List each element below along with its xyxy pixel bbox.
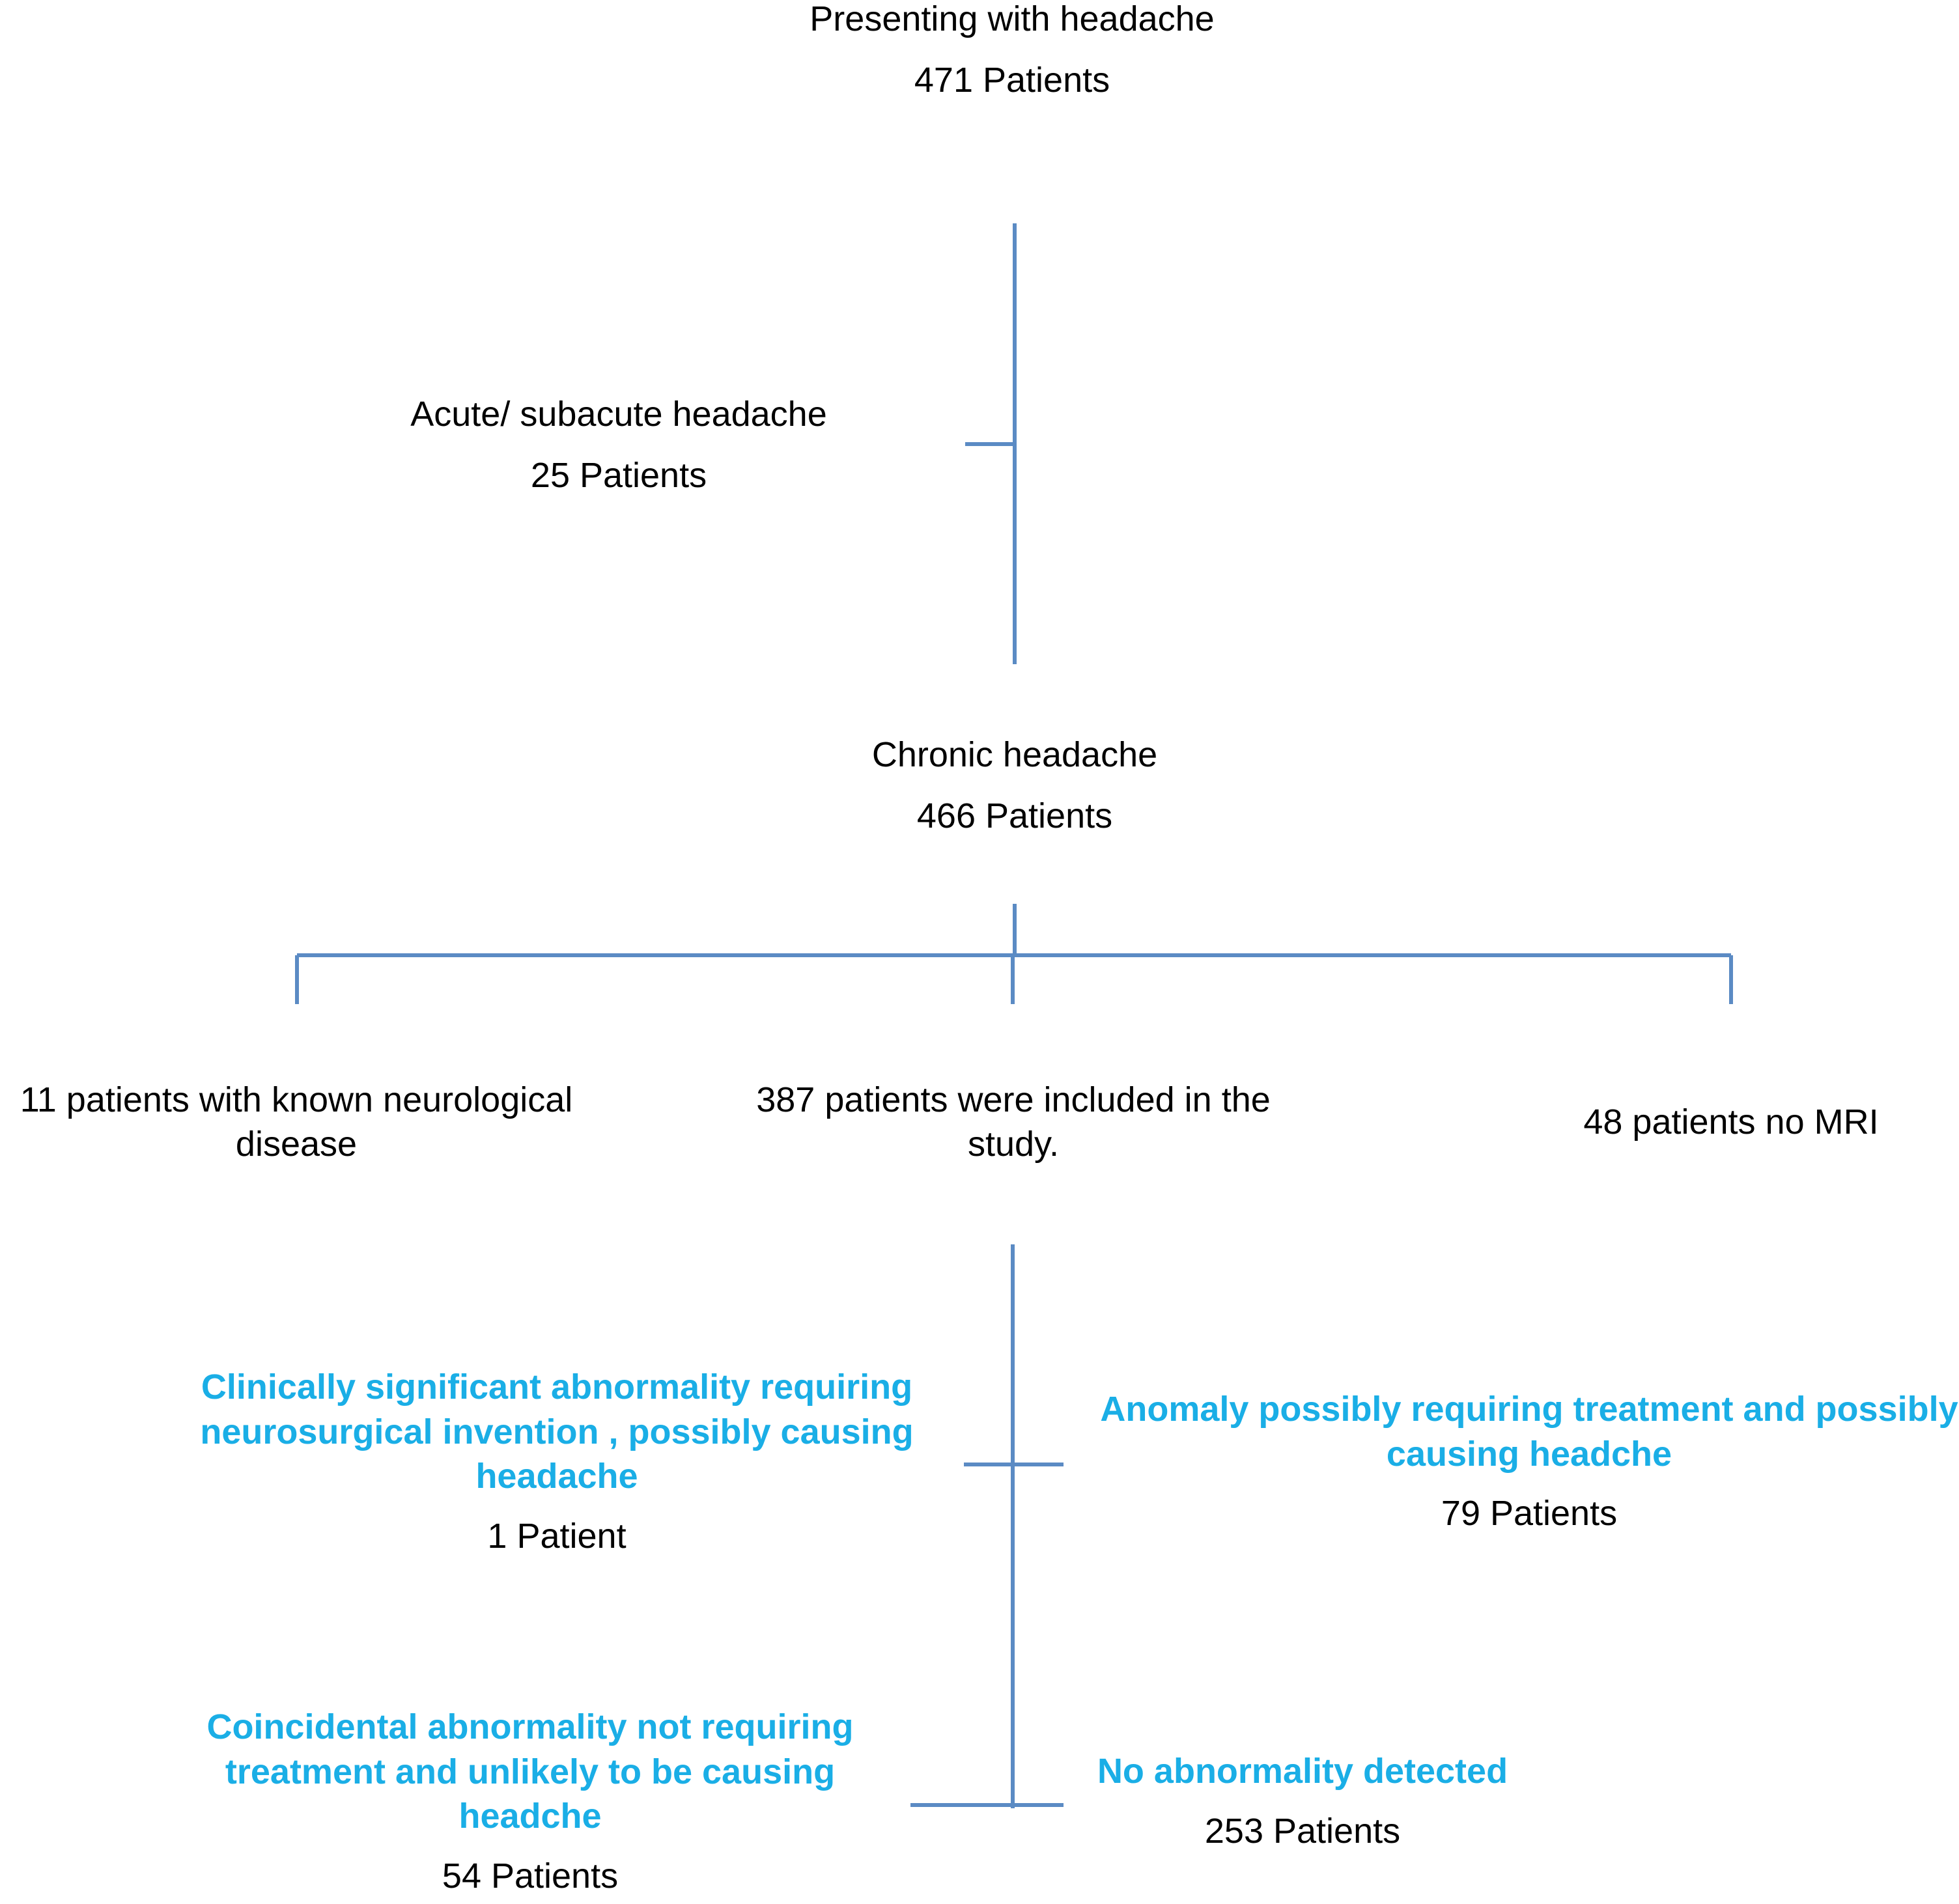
node-chronic-title: Chronic headache [871,735,1158,774]
node-anomaly-line2: causing headche [1386,1434,1672,1474]
node-coincidental-line2: treatment and unlikely to be causing [225,1752,836,1791]
node-known-neuro: 11 patients with known neurological dise… [0,1078,619,1166]
node-acute-count: 25 Patients [530,456,707,496]
node-included-line1: 387 patients were included in the [756,1080,1271,1119]
node-included-line2: study. [967,1124,1060,1164]
node-no-abnormality: No abnormality detected 253 Patients [977,1749,1628,1859]
node-coincidental: Coincidental abnormality not requiring t… [139,1705,921,1904]
node-significant-line2: neurosurgical invention , possibly causi… [200,1412,914,1451]
node-significant-count: 1 Patient [487,1516,627,1556]
node-acute-title: Acute/ subacute headache [410,395,827,434]
node-known-neuro-line2: disease [235,1124,358,1164]
node-anomaly: Anomaly possibly requiring treatment and… [1073,1387,1959,1542]
node-significant: Clinically significant abnormality requi… [166,1365,948,1564]
node-no-mri: 48 patients no MRI [1471,1100,1959,1145]
node-acute: Acute/ subacute headache 25 Patients [326,386,912,504]
node-no-abnormality-title: No abnormality detected [1097,1752,1508,1791]
node-anomaly-line1: Anomaly possibly requiring treatment and… [1100,1390,1958,1429]
node-presenting-count: 471 Patients [914,61,1110,100]
node-coincidental-line1: Coincidental abnormality not requiring [206,1707,854,1746]
node-coincidental-line3: headche [458,1797,602,1836]
node-significant-line1: Clinically significant abnormality requi… [201,1367,913,1407]
node-chronic: Chronic headache 466 Patients [722,727,1308,845]
node-significant-line3: headache [475,1457,638,1496]
node-presenting: Presenting with headache 471 Patients [719,0,1305,109]
node-known-neuro-line1: 11 patients with known neurological [20,1080,573,1119]
node-coincidental-count: 54 Patients [442,1856,619,1896]
node-anomaly-count: 79 Patients [1441,1494,1618,1533]
node-no-mri-text: 48 patients no MRI [1583,1102,1879,1141]
node-chronic-count: 466 Patients [916,796,1113,836]
node-no-abnormality-count: 253 Patients [1204,1811,1401,1851]
node-included: 387 patients were included in the study. [688,1078,1339,1166]
node-presenting-title: Presenting with headache [810,0,1215,38]
